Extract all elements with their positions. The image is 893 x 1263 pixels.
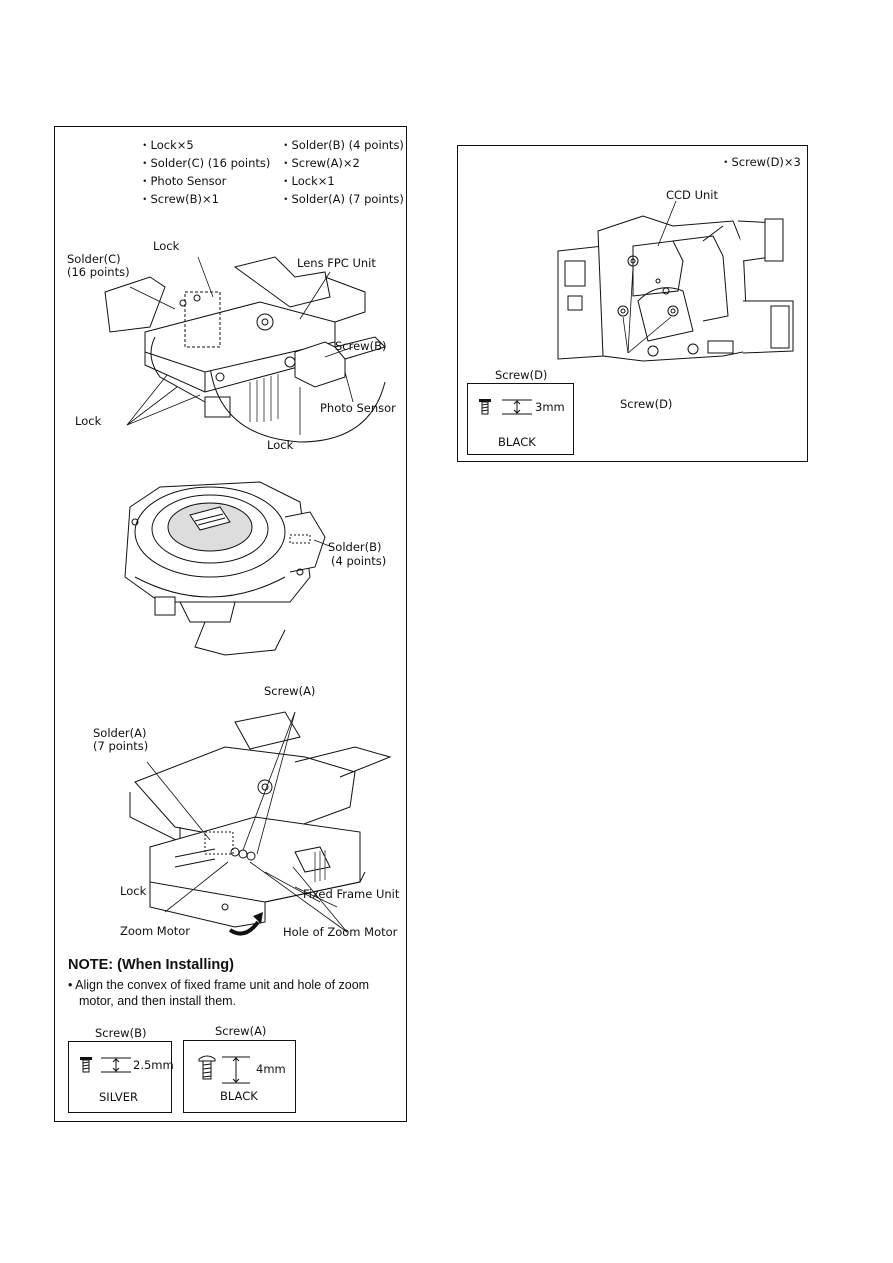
label-screw-b: Screw(B) xyxy=(335,339,387,353)
label-ccd-unit: CCD Unit xyxy=(666,188,718,202)
screw-d-size: 3mm xyxy=(535,400,565,414)
label-lock-top: Lock xyxy=(153,239,180,253)
label-screw-a: Screw(A) xyxy=(264,684,316,698)
checklist-item: ・Photo Sensor xyxy=(139,174,227,188)
dimension-icon xyxy=(101,1057,131,1073)
checklist-item: ・Screw(A)×2 xyxy=(280,156,360,170)
label-zoom-motor: Zoom Motor xyxy=(120,924,191,938)
screw-b-color: SILVER xyxy=(99,1090,138,1104)
screw-icon xyxy=(80,1057,92,1073)
label-lock-bottom: Lock xyxy=(267,438,294,452)
label-lock-left: Lock xyxy=(75,414,102,428)
fixed-frame-unit-drawing xyxy=(129,711,392,936)
screw-a-spec-box: 4mm BLACK xyxy=(183,1040,296,1113)
dimension-icon xyxy=(222,1056,250,1084)
label-fixed-frame-unit: Fixed Frame Unit xyxy=(303,887,400,901)
lens-fpc-unit-drawing xyxy=(104,256,386,443)
screw-b-box-title: Screw(B) xyxy=(95,1026,147,1040)
label-hole-of-zoom-motor: Hole of Zoom Motor xyxy=(283,925,398,939)
left-procedure-panel: ・Lock×5 ・Solder(C) (16 points) ・Photo Se… xyxy=(54,126,407,1122)
label-solder-b: Solder(B) xyxy=(328,540,382,554)
label-screw-d: Screw(D) xyxy=(620,397,673,411)
label-solder-c: Solder(C) xyxy=(67,252,121,266)
screw-b-spec-box: 2.5mm SILVER xyxy=(68,1041,174,1113)
checklist-item: ・Lock×1 xyxy=(280,174,335,188)
checklist-item: ・Solder(A) (7 points) xyxy=(280,192,404,206)
checklist-item: ・Solder(B) (4 points) xyxy=(280,138,404,152)
right-procedure-panel: ・Screw(D)×3 CCD Unit xyxy=(457,145,808,462)
ccd-unit-drawing xyxy=(557,200,794,362)
screw-icon xyxy=(198,1055,216,1080)
screw-d-spec-box: 3mm BLACK xyxy=(467,383,574,455)
checklist-item: ・Lock×5 xyxy=(139,138,194,152)
label-solder-a: Solder(A) xyxy=(93,726,147,740)
screw-a-color: BLACK xyxy=(220,1089,258,1103)
note-title: NOTE: (When Installing) xyxy=(68,957,234,973)
checklist-item: ・Screw(B)×1 xyxy=(139,192,219,206)
label-solder-a-points: (7 points) xyxy=(93,739,149,753)
label-solder-b-points: (4 points) xyxy=(331,554,387,568)
screw-d-box-title: Screw(D) xyxy=(495,368,548,382)
dimension-icon xyxy=(502,399,532,415)
screw-a-size: 4mm xyxy=(256,1062,286,1076)
screw-d-color: BLACK xyxy=(498,435,536,449)
label-solder-c-points: (16 points) xyxy=(67,265,130,279)
screw-a-box-title: Screw(A) xyxy=(215,1024,267,1038)
note-line-2: motor, and then install them. xyxy=(79,994,237,1008)
screw-icon xyxy=(479,399,491,415)
right-checklist-item: ・Screw(D)×3 xyxy=(720,155,801,169)
note-line-1: • Align the convex of fixed frame unit a… xyxy=(68,978,370,992)
label-photo-sensor: Photo Sensor xyxy=(320,401,396,415)
lens-barrel-drawing xyxy=(124,481,333,656)
label-lens-fpc-unit: Lens FPC Unit xyxy=(297,256,376,270)
checklist-item: ・Solder(C) (16 points) xyxy=(139,156,271,170)
screw-b-size: 2.5mm xyxy=(133,1058,174,1072)
label-lock: Lock xyxy=(120,884,147,898)
